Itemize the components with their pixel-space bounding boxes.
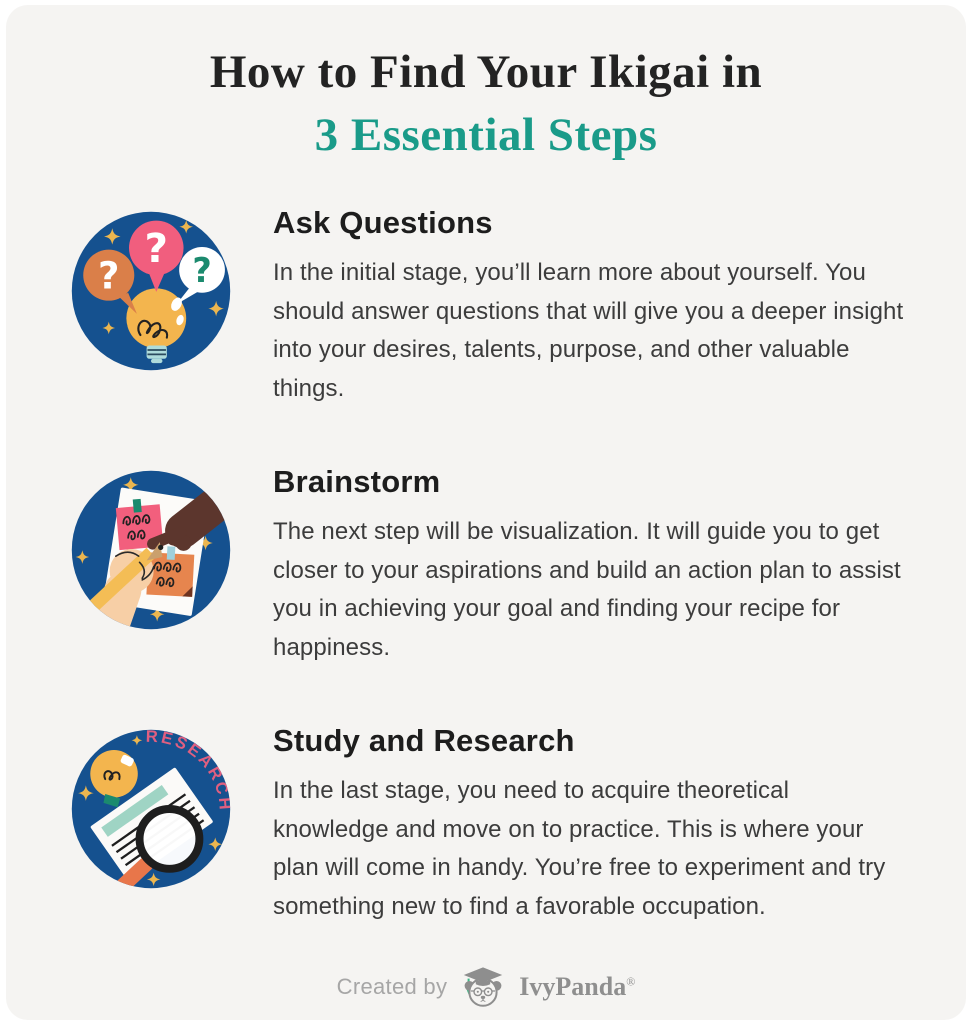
sticky-notes-hands-icon <box>71 470 231 630</box>
created-by-label: Created by <box>336 974 448 999</box>
ivypanda-logo-icon <box>464 967 503 1007</box>
brand-name: IvyPanda® <box>519 972 635 1002</box>
registered-mark: ® <box>626 974 636 989</box>
footer: Created by IvyPanda® <box>6 964 966 1010</box>
step-heading: Brainstorm <box>273 464 441 499</box>
step-ask-questions: ? ? ? Ask Questions In the initial stage… <box>63 203 908 408</box>
brand-text: IvyPanda <box>519 972 627 1001</box>
research-magnifier-icon: RESEARCH <box>71 729 230 889</box>
title-line-2: 3 Essential Steps <box>314 109 658 161</box>
question-bubbles-lightbulb-icon: ? ? ? <box>71 211 231 371</box>
step-text-block: Brainstorm The next step will be visuali… <box>273 462 908 667</box>
step-heading: Study and Research <box>273 723 575 758</box>
title-line-1: How to Find Your Ikigai in <box>209 46 763 98</box>
step-text-block: Ask Questions In the initial stage, you’… <box>273 203 908 408</box>
steps-list: ? ? ? Ask Questions In the initial stage… <box>6 203 966 926</box>
step-brainstorm: Brainstorm The next step will be visuali… <box>63 462 908 667</box>
step-study-and-research: RESEARCH Study and Research In the last … <box>63 721 908 926</box>
svg-text:?: ? <box>98 254 119 297</box>
step-heading: Ask Questions <box>273 205 493 240</box>
step-text-block: Study and Research In the last stage, yo… <box>273 721 908 926</box>
step-description: In the last stage, you need to acquire t… <box>273 777 886 920</box>
step-description: The next step will be visualization. It … <box>273 518 901 661</box>
svg-text:?: ? <box>145 224 168 272</box>
svg-text:?: ? <box>192 251 211 290</box>
step-description: In the initial stage, you’ll learn more … <box>273 259 904 402</box>
infographic-card: How to Find Your Ikigai in 3 Essential S… <box>6 5 966 1020</box>
page-title: How to Find Your Ikigai in 3 Essential S… <box>6 41 966 167</box>
